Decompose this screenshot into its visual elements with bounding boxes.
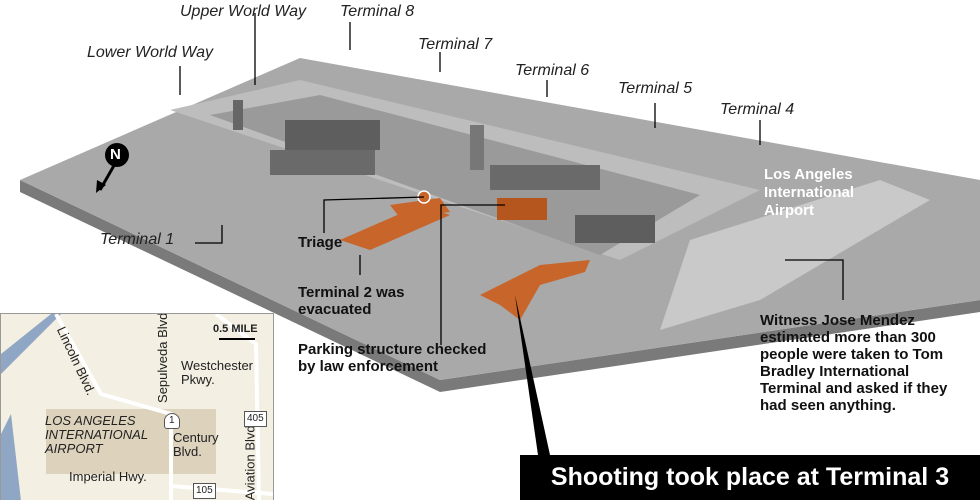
headline-banner: Shooting took place at Terminal 3 (520, 455, 980, 500)
label-terminal-8: Terminal 8 (340, 3, 415, 20)
road-imperial: Imperial Hwy. (69, 469, 147, 484)
label-terminal-5: Terminal 5 (618, 80, 693, 97)
callout-lines (179, 13, 844, 345)
parking-garage (490, 165, 600, 190)
callout-triage: Triage (298, 234, 343, 251)
terminal-2-wing (390, 198, 450, 218)
road-aviation: Aviation Blvd. (242, 421, 258, 500)
label-upper-world-way: Upper World Way (180, 3, 306, 20)
callout-parking: Parking structure checked by law enforce… (298, 341, 487, 375)
route-1-shield: 1 (164, 413, 180, 429)
north-arrow-icon (96, 143, 129, 193)
terminal-3-pointer (515, 295, 550, 455)
control-tower (470, 125, 484, 170)
callout-witness: Witness Jose Mendez estimated more than … (760, 312, 948, 414)
parking-garage (285, 120, 380, 150)
label-lower-world-way: Lower World Way (87, 44, 213, 61)
scale-label: 0.5 MILE (213, 323, 258, 335)
road-sepulveda: Sepulveda Blvd. (154, 313, 170, 403)
callout-terminal-2: Terminal 2 was evacuated (298, 284, 405, 318)
label-terminal-1: Terminal 1 (100, 231, 175, 248)
label-lax: Los Angeles International Airport (764, 166, 855, 219)
terminal-3 (480, 260, 590, 320)
building-cluster (660, 180, 930, 330)
tower (233, 100, 243, 130)
locator-map: 0.5 MILE Lincoln Blvd. Sepulveda Blvd. W… (0, 313, 274, 500)
road-century: Century Blvd. (173, 430, 219, 459)
parking-garage (575, 215, 655, 243)
label-terminal-7: Terminal 7 (418, 36, 493, 53)
parking-garage (270, 150, 375, 175)
airport-label: LOS ANGELES INTERNATIONAL AIRPORT (45, 413, 148, 456)
north-label: N (110, 146, 121, 163)
route-105-shield: 105 (193, 483, 216, 499)
route-405-shield: 405 (244, 411, 267, 427)
parking-structure (497, 198, 547, 220)
terminal-2 (340, 205, 450, 250)
road-westchester: Westchester Pkwy. (181, 358, 254, 387)
label-terminal-6: Terminal 6 (515, 62, 590, 79)
airport-plate-side (20, 180, 980, 392)
label-terminal-4: Terminal 4 (720, 101, 795, 118)
